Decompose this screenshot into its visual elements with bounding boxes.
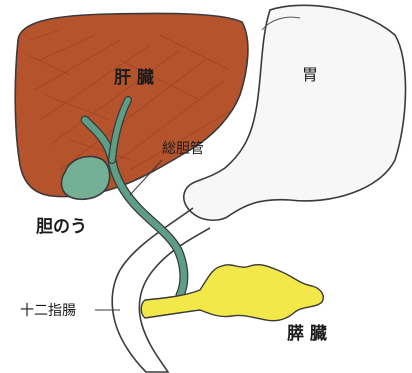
gallbladder-label: 胆のう <box>36 217 87 237</box>
duodenum-label: 十二指腸 <box>20 303 76 319</box>
liver-label: 肝 臓 <box>114 68 154 88</box>
stomach-label: 胃 <box>302 65 318 84</box>
pancreas-label: 膵 臓 <box>287 323 327 344</box>
pancreas <box>141 265 323 321</box>
common-bile-duct-label: 総胆管 <box>162 141 204 157</box>
